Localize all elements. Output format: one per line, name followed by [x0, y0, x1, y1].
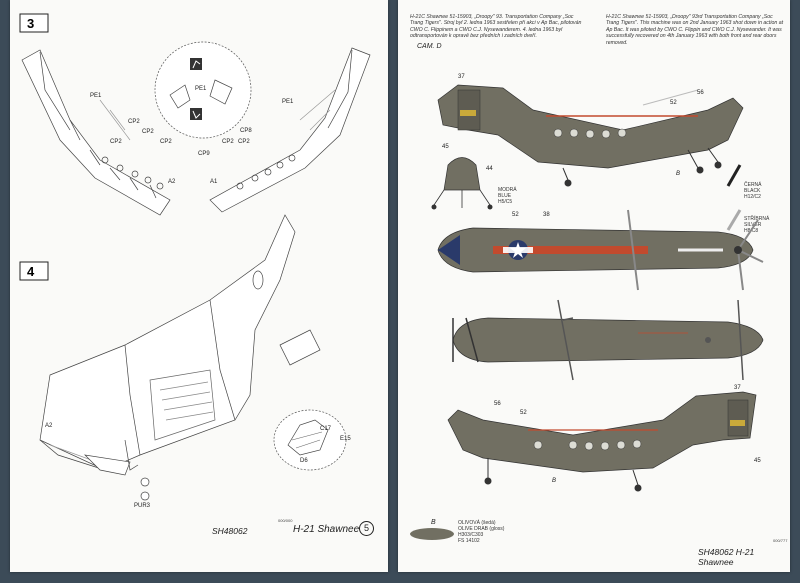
side-view-left [447, 391, 757, 492]
front-view [431, 157, 493, 210]
svg-text:B: B [676, 171, 680, 177]
step-4-marker: 4 [19, 261, 49, 281]
top-view [437, 209, 764, 291]
publication-code: 000/777 [773, 538, 788, 543]
svg-text:52: 52 [520, 410, 527, 416]
rotor-blade-detail [726, 164, 742, 231]
fuselage-assembly [39, 214, 296, 476]
svg-text:CP2: CP2 [160, 139, 172, 145]
svg-text:H12/C2: H12/C2 [744, 194, 761, 200]
kit-footer: SH48062 H-21 Shawnee [698, 547, 755, 567]
svg-text:56: 56 [697, 90, 704, 96]
painting-page-right: H-21C Shawnee 51-15903, „Droopy" 93. Tra… [398, 0, 790, 572]
paint-legend: B OLIVOVÁ (šedá) OLIVE DRAB (gloss) H303… [410, 519, 530, 551]
rear-fuselage-right-half [209, 47, 371, 213]
svg-text:CP2: CP2 [238, 139, 250, 145]
svg-text:SILVER: SILVER [744, 222, 762, 228]
camouflage-label: CAM. D [417, 43, 442, 50]
svg-text:4: 4 [27, 264, 35, 279]
description-czech: H-21C Shawnee 51-15903, „Droopy" 93. Tra… [410, 14, 582, 40]
side-view-right [437, 84, 744, 187]
svg-text:37: 37 [734, 385, 741, 391]
svg-text:C17: C17 [320, 426, 332, 432]
instruction-page-left: 3 PE1 PE1 [10, 0, 388, 572]
svg-text:CP2: CP2 [110, 139, 122, 145]
svg-text:3: 3 [27, 16, 34, 31]
svg-text:ČERNÁ: ČERNÁ [744, 181, 762, 188]
svg-text:A2: A2 [45, 423, 53, 429]
photoetch-detail-circle: PE1 [154, 41, 252, 139]
assembly-diagrams: 3 PE1 PE1 [19, 13, 371, 509]
painting-diagrams: 37 52 56 45 B 44 MODRÁ BLUE H5/C5 ČERNÁ … [431, 74, 770, 492]
svg-text:B: B [552, 478, 556, 484]
svg-text:BLACK: BLACK [744, 188, 761, 194]
svg-text:STŘÍBRNÁ: STŘÍBRNÁ [744, 214, 770, 222]
svg-text:PUR3: PUR3 [134, 503, 151, 509]
svg-text:45: 45 [754, 458, 761, 464]
svg-text:CP2: CP2 [142, 129, 154, 135]
description-english: H-21C Shawnee 51-15903, „Droopy" 93rd Tr… [606, 14, 784, 46]
legend-text: OLIVOVÁ (šedá) OLIVE DRAB (gloss) H303/C… [458, 520, 505, 544]
svg-text:38: 38 [543, 212, 550, 218]
svg-text:H5/C5: H5/C5 [498, 199, 512, 205]
svg-text:MODRÁ: MODRÁ [498, 186, 517, 193]
seat-detail-circle [273, 409, 347, 471]
svg-text:CP9: CP9 [198, 151, 210, 157]
svg-text:CP2: CP2 [128, 119, 140, 125]
legend-letter: B [431, 519, 436, 526]
svg-text:56: 56 [494, 401, 501, 407]
svg-text:CP2: CP2 [222, 139, 234, 145]
svg-text:44: 44 [486, 166, 493, 172]
bottom-view [452, 299, 764, 381]
door-part [279, 329, 321, 366]
rear-fuselage-left-half [21, 49, 171, 216]
svg-text:PE1: PE1 [282, 99, 294, 105]
kit-code: SH48062 [212, 526, 248, 536]
svg-text:PE1: PE1 [195, 86, 207, 92]
step-3-marker: 3 [19, 13, 49, 33]
svg-text:PE1: PE1 [90, 93, 102, 99]
olive-drab-swatch [410, 528, 454, 540]
svg-text:E15: E15 [340, 436, 351, 442]
svg-text:BLUE: BLUE [498, 193, 512, 199]
svg-text:52: 52 [512, 212, 519, 218]
svg-text:CP8: CP8 [240, 128, 252, 134]
svg-text:A2: A2 [168, 179, 176, 185]
svg-text:D6: D6 [300, 458, 308, 464]
svg-text:A1: A1 [210, 179, 218, 185]
svg-text:45: 45 [442, 144, 449, 150]
publication-code: 000/000 [278, 518, 293, 523]
svg-text:37: 37 [458, 74, 465, 80]
page-number: 5 [359, 521, 374, 536]
svg-text:52: 52 [670, 100, 677, 106]
kit-title: H-21 Shawnee [293, 524, 360, 535]
